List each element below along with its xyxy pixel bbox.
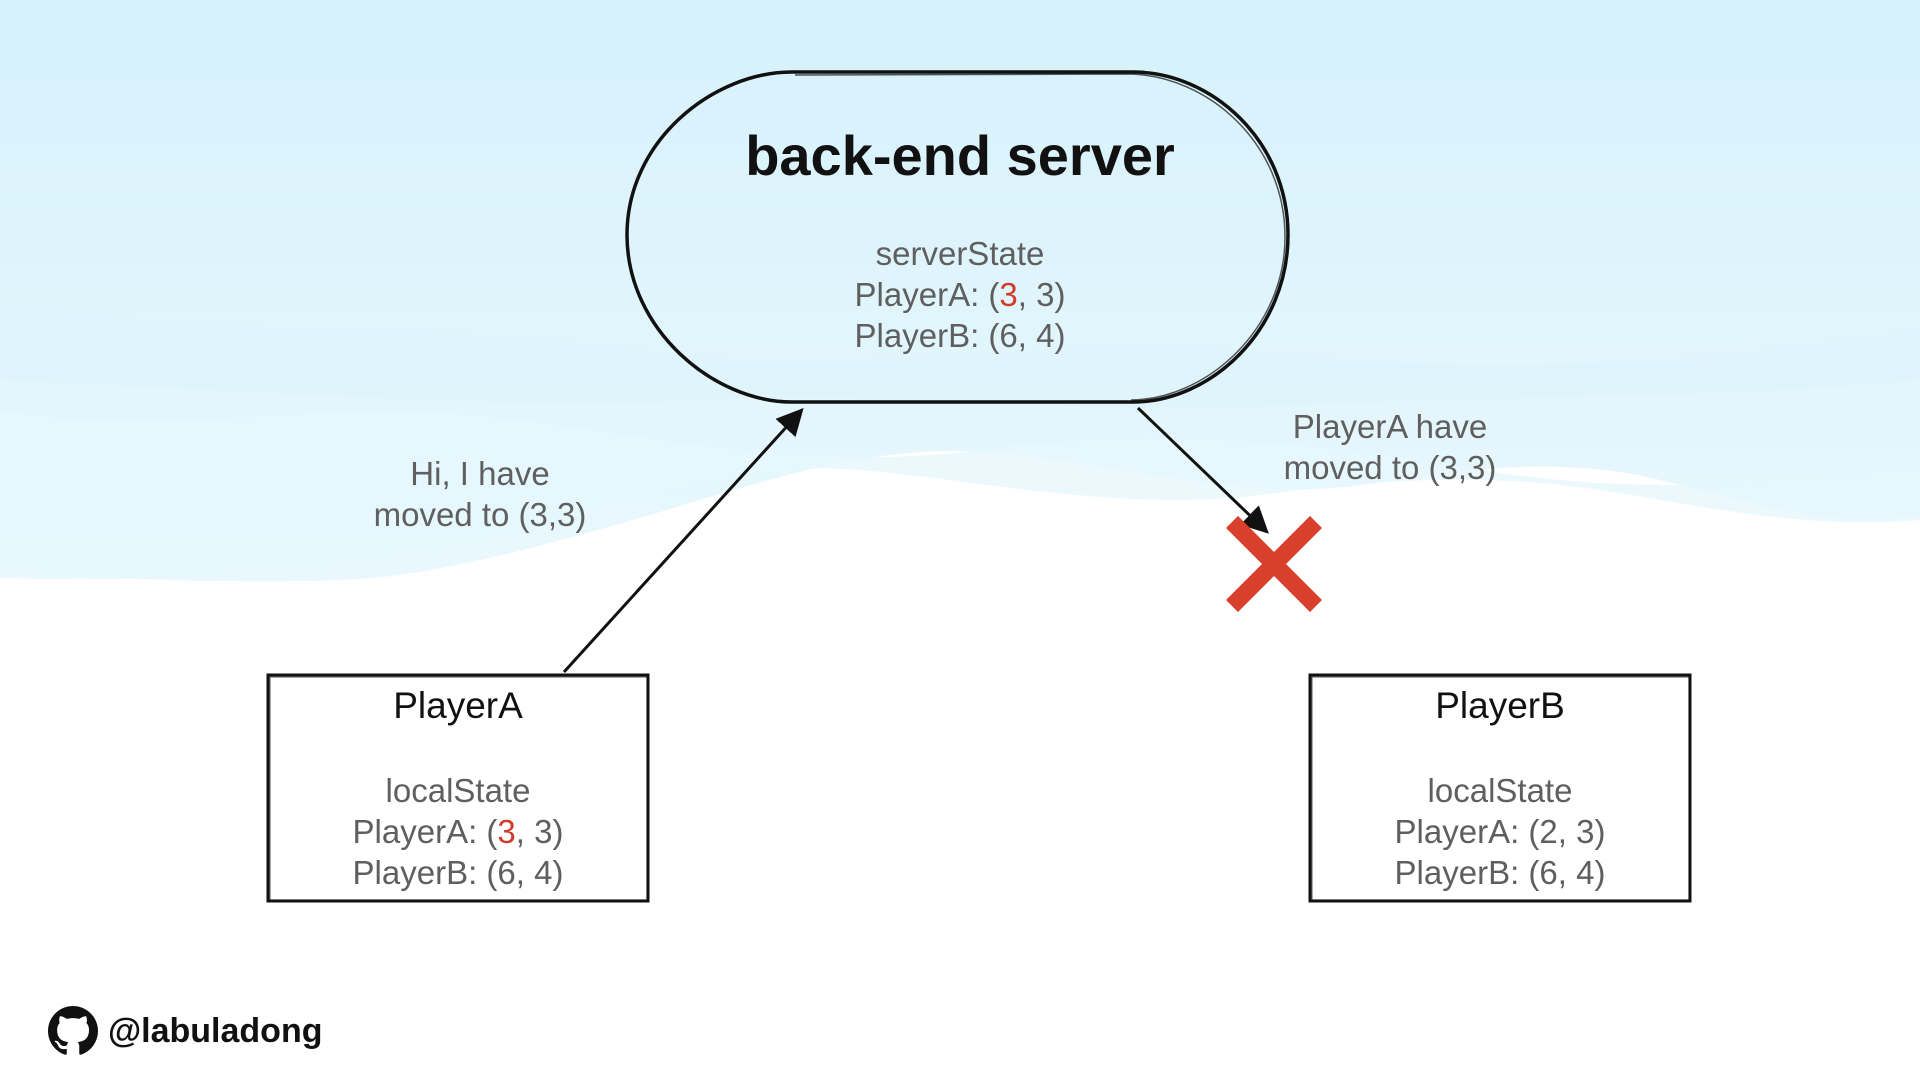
edge-label-server-to-player-b: PlayerA have moved to (3,3) <box>1230 406 1550 488</box>
player-b-state-block: localState PlayerA: (2, 3) PlayerB: (6, … <box>1310 770 1690 893</box>
author-credit: @labuladong <box>48 1005 322 1057</box>
player-a-state-label: localState <box>385 772 531 809</box>
player-a-state-player-b: PlayerB: (6, 4) <box>352 854 564 891</box>
edge-label-line: moved to (3,3) <box>1283 449 1497 486</box>
server-state-label: serverState <box>875 235 1045 272</box>
player-b-state-player-b: PlayerB: (6, 4) <box>1394 854 1606 891</box>
edge-label-line: PlayerA have <box>1292 408 1488 445</box>
player-b-node <box>1308 673 1692 903</box>
edge-label-player-a-to-server: Hi, I have moved to (3,3) <box>330 453 630 535</box>
server-player-a-x-highlight: 3 <box>999 276 1018 313</box>
player-a-state-block: localState PlayerA: (3, 3) PlayerB: (6, … <box>268 770 648 893</box>
player-a-node <box>266 673 650 903</box>
github-icon <box>48 1006 98 1055</box>
server-node <box>625 70 1290 404</box>
player-b-title: PlayerB <box>1435 685 1565 726</box>
player-a-title: PlayerA <box>393 685 523 726</box>
server-state-player-b: PlayerB: (6, 4) <box>854 317 1066 354</box>
player-a-state-player-a: PlayerA: (3, 3) <box>352 813 564 850</box>
author-handle: @labuladong <box>108 1011 323 1050</box>
server-state-block: serverState PlayerA: (3, 3) PlayerB: (6,… <box>760 233 1160 356</box>
edge-label-line: moved to (3,3) <box>373 496 587 533</box>
server-title: back-end server <box>745 124 1175 187</box>
server-state-player-a: PlayerA: (3, 3) <box>854 276 1066 313</box>
delivery-failed-cross-icon <box>1225 515 1323 613</box>
player-b-state-label: localState <box>1427 772 1573 809</box>
player-b-state-player-a: PlayerA: (2, 3) <box>1394 813 1606 850</box>
edge-server-to-player-b <box>1136 406 1269 534</box>
edge-player-a-to-server <box>562 408 804 674</box>
player-a-x-highlight: 3 <box>497 813 516 850</box>
edge-label-line: Hi, I have <box>410 455 550 492</box>
